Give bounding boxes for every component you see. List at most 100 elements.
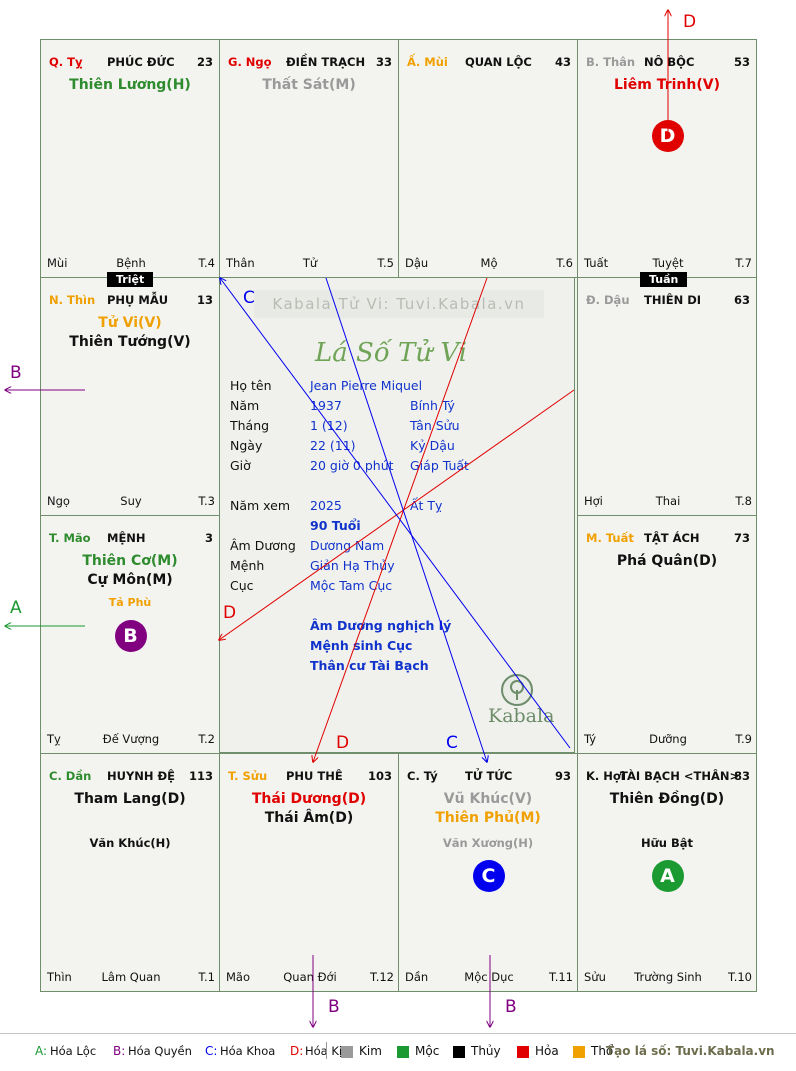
footer-period: T.10 — [728, 970, 752, 984]
info-value: 2025 — [310, 498, 342, 513]
info-canchi: Bính Tý — [410, 398, 455, 413]
minor-star: Văn Xương(H) — [442, 836, 534, 850]
footer-branch: Sửu — [584, 970, 606, 984]
info-note: Thân cư Tài Bạch — [310, 658, 429, 673]
info-canchi: Tân Sửu — [410, 418, 460, 433]
footer-period: T.12 — [370, 970, 394, 984]
arrow-label-d-top: D — [683, 12, 697, 32]
footer-stage: Mộc Dục — [464, 970, 514, 984]
footer-branch: Tỵ — [47, 732, 61, 746]
info-label: Họ tên — [230, 378, 272, 393]
info-note: Mệnh sinh Cục — [310, 638, 413, 653]
palace-name: TÀI BẠCH <THÂN> — [620, 769, 740, 783]
footer-branch: Thìn — [47, 970, 72, 984]
palace-name: QUAN LỘC — [465, 55, 532, 69]
footer-branch: Tý — [584, 732, 597, 746]
palace-name: TỬ TỨC — [465, 769, 513, 783]
minor-star: Văn Khúc(H) — [89, 836, 171, 850]
footer-branch: Thân — [226, 256, 255, 270]
info-value: Jean Pierre Miquel — [310, 378, 423, 393]
main-star: Phá Quân(D) — [616, 553, 718, 569]
palace-age: 13 — [196, 293, 213, 307]
transform-marker-b: B — [114, 620, 147, 652]
arrow-label-d-mid: D — [223, 603, 237, 623]
palace-age: 83 — [733, 769, 750, 783]
palace-name: HUYNH ĐỆ — [107, 769, 176, 783]
main-star: Cự Môn(M) — [87, 572, 173, 588]
legend-element: Mộc — [415, 1044, 440, 1058]
palace-stem: T. Sửu — [228, 769, 268, 783]
main-star: Thiên Cơ(M) — [82, 553, 178, 569]
legend-site: Tạo lá số: Tuvi.Kabala.vn — [606, 1044, 775, 1058]
legend-element: Hỏa — [535, 1044, 559, 1058]
main-star: Tử Vi(V) — [98, 315, 162, 331]
info-label: Năm — [230, 398, 260, 413]
palace-age: 73 — [733, 531, 750, 545]
arrow-label-c-low: C — [446, 733, 458, 753]
info-label: Ngày — [230, 438, 263, 453]
legend-key-d: D: — [290, 1044, 304, 1058]
footer-stage: Lâm Quan — [101, 970, 161, 984]
arrow-label-a-left: A — [10, 598, 22, 618]
minor-star: Hữu Bật — [640, 836, 694, 850]
info-label: Năm xem — [230, 498, 291, 513]
legend-label: Hóa Quyền — [128, 1044, 192, 1058]
footer-stage: Bệnh — [116, 256, 146, 270]
footer-branch: Tuất — [584, 256, 609, 270]
palace-age: 23 — [196, 55, 213, 69]
footer-stage: Trường Sinh — [634, 970, 702, 984]
info-value: 20 giờ 0 phút — [310, 458, 394, 473]
arrow-label-c-upper: C — [243, 288, 255, 308]
triet-tag: Triệt — [107, 272, 154, 287]
footer-branch: Hợi — [584, 494, 603, 508]
footer-period: T.4 — [198, 256, 215, 270]
palace-stem: N. Thìn — [49, 293, 96, 307]
hoa-ki-lines — [219, 10, 668, 762]
arrow-label-b-left: B — [10, 363, 22, 383]
info-value: Dương Nam — [310, 538, 385, 553]
palace-age: 63 — [733, 293, 750, 307]
palace-stem: B. Thân — [586, 55, 636, 69]
arrow-label-d-low: D — [336, 733, 350, 753]
hoa-khoa-lines — [220, 278, 571, 762]
info-canchi: Kỷ Dậu — [410, 438, 455, 453]
palace-stem: C. Dần — [49, 769, 92, 783]
palace-age: 53 — [733, 55, 750, 69]
palace-name: PHU THÊ — [286, 769, 343, 783]
info-canchi: Ất Tỵ — [410, 498, 443, 513]
legend-element: Thổ — [591, 1044, 614, 1058]
legend-swatch — [397, 1046, 409, 1058]
legend-swatch — [341, 1046, 353, 1058]
main-star: Thiên Đồng(D) — [609, 791, 725, 807]
palace-name: MỆNH — [107, 531, 146, 545]
main-star: Thất Sát(M) — [262, 77, 356, 93]
footer-branch: Ngọ — [47, 494, 70, 508]
legend-label: Hóa Kị — [305, 1044, 343, 1058]
palace-age: 113 — [188, 769, 213, 783]
main-star: Tham Lang(D) — [74, 791, 186, 807]
footer-branch: Mão — [226, 970, 251, 984]
main-star: Thiên Lương(H) — [69, 77, 191, 93]
legend-label: Hóa Khoa — [220, 1044, 276, 1058]
info-canchi: Giáp Tuất — [410, 458, 469, 473]
palace-age: 93 — [554, 769, 571, 783]
info-value: Mộc Tam Cục — [310, 578, 393, 593]
info-label: Tháng — [230, 418, 270, 433]
main-star: Liêm Trinh(V) — [614, 77, 720, 93]
footer-period: T.7 — [735, 256, 752, 270]
